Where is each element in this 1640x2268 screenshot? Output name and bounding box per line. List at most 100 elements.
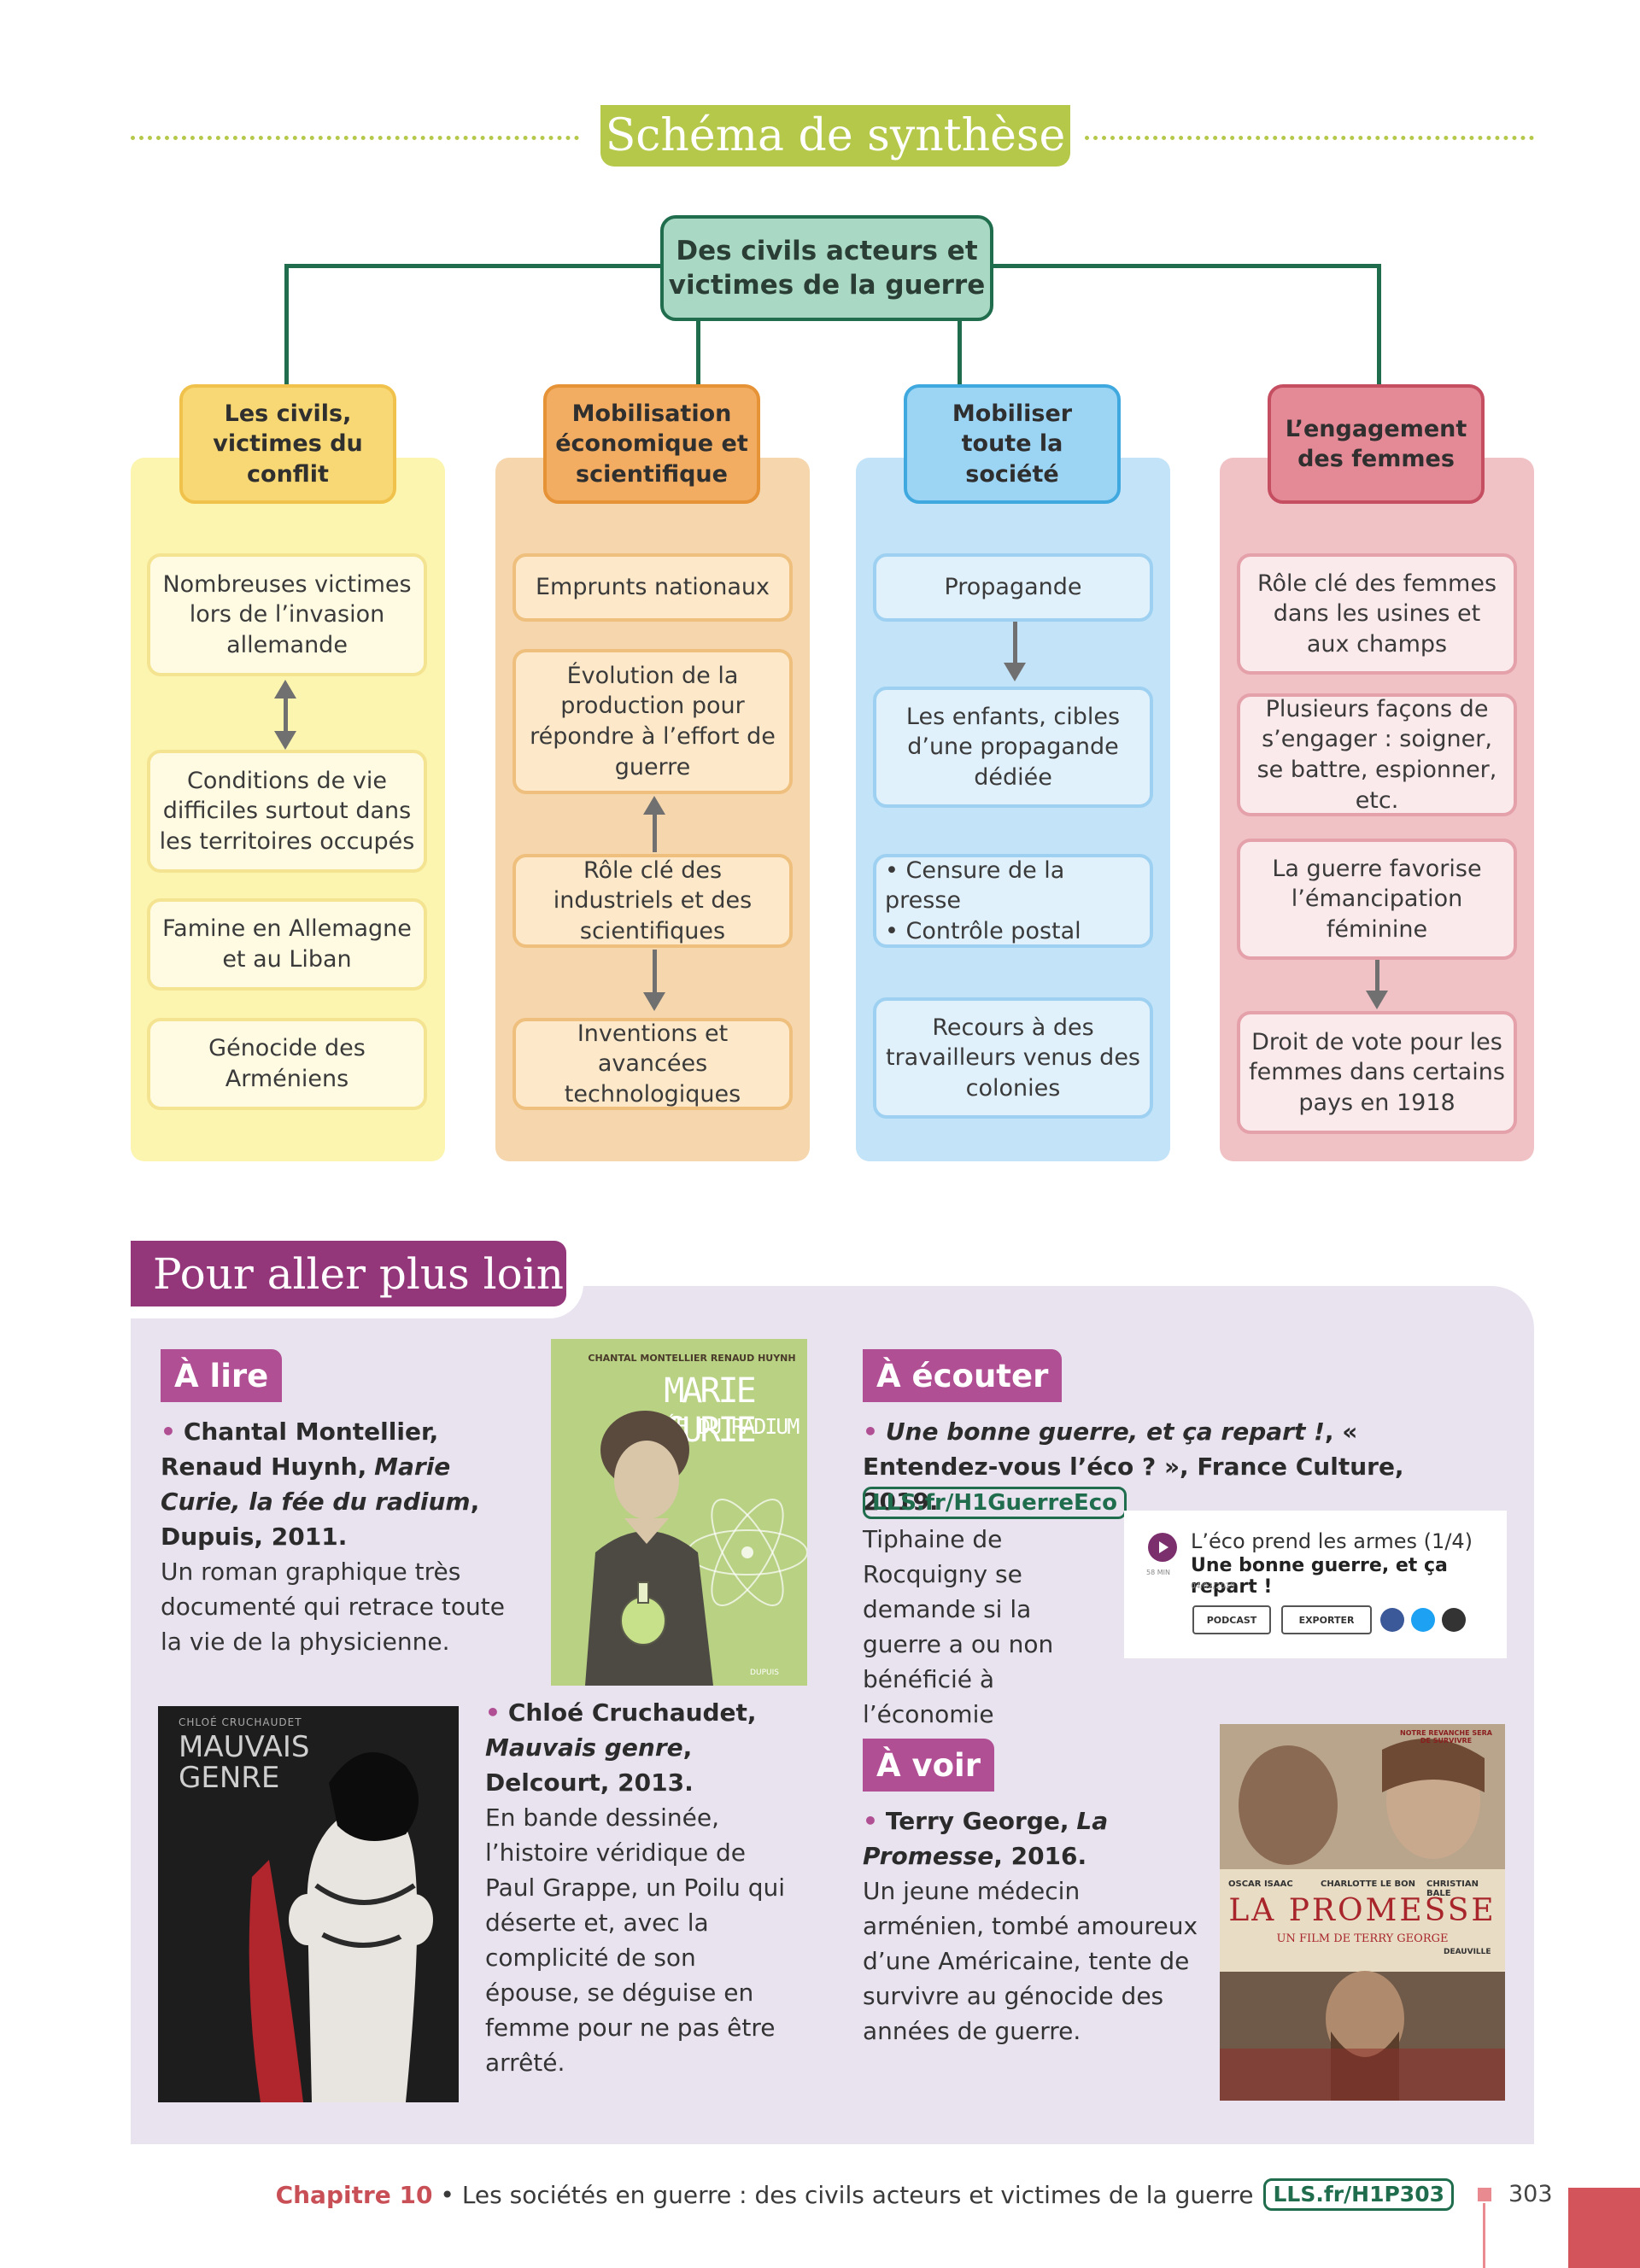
footer-link[interactable]: LLS.fr/H1P303 [1263, 2178, 1454, 2211]
column-header: Mobilisation économique et scientifique [543, 384, 760, 504]
connector-right-drop [1377, 264, 1381, 386]
podcast-button[interactable]: PODCAST [1192, 1605, 1271, 1634]
film-year: , 2016. [993, 1842, 1087, 1870]
film-author: Terry George, [885, 1807, 1069, 1835]
book1-author: Chantal Montellier, Renaud Huynh, [161, 1418, 439, 1481]
facebook-icon[interactable] [1380, 1608, 1404, 1632]
poster-illustration [1220, 1724, 1505, 2101]
book2-author: Chloé Cruchaudet, [507, 1698, 757, 1727]
connector-mid-left [696, 321, 700, 386]
footer-square [1478, 2188, 1491, 2201]
column-card: Plusieurs façons de s’engager : soigner,… [1237, 693, 1517, 816]
list-item: Censure de la presse [885, 856, 1141, 916]
podcast-duration: 58 MIN [1146, 1569, 1170, 1576]
section-title: Schéma de synthèse [600, 105, 1070, 167]
podcast-title: Une bonne guerre, et ça repart ! [885, 1418, 1325, 1446]
bullet: • [863, 1418, 878, 1446]
book2-publisher: , Delcourt, 2013. [485, 1733, 694, 1797]
column-card: Recours à des travailleurs venus des col… [873, 997, 1153, 1119]
column-card: Évolution de la production pour répondre… [512, 649, 793, 794]
podcast-desc: Tiphaine de Rocquigny se demande si la g… [863, 1525, 1054, 1763]
corner-tab [1568, 2188, 1640, 2268]
connector-left-drop [284, 264, 289, 386]
film-title: La Promesse [863, 1807, 1109, 1870]
cover-publisher: DUPUIS [750, 1669, 779, 1677]
podcast-date: 04/02/2019 [1191, 1582, 1235, 1591]
mauvais-genre-illustration [249, 1752, 433, 2102]
column-card: Rôle clé des industriels et des scientif… [512, 854, 793, 948]
email-icon[interactable] [1442, 1608, 1466, 1632]
cover-title: MAUVAIS GENRE [179, 1730, 310, 1795]
book1-text: • Chantal Montellier, Renaud Huynh, Mari… [161, 1414, 528, 1659]
connector-mid-right [958, 321, 962, 386]
column-card: Inventions et avancées technologiques [512, 1018, 793, 1110]
arrow-down-icon [643, 992, 665, 1011]
book1-desc: Un roman graphique très documenté qui re… [161, 1558, 505, 1656]
arrow-up-icon [274, 680, 296, 699]
tag-a-lire: À lire [161, 1349, 283, 1402]
arrow-shaft [284, 697, 288, 731]
column-card: Famine en Allemagne et au Liban [147, 898, 427, 991]
tag-a-voir: À voir [863, 1739, 994, 1792]
podcast-text: • Une bonne guerre, et ça repart !, « En… [863, 1414, 1478, 1519]
book1-title: Marie Curie, la fée du radium [161, 1453, 471, 1516]
arrow-shaft [653, 813, 657, 852]
column-card: La guerre favorise l’émancipation fémini… [1237, 839, 1517, 960]
book-cover-marie-curie: CHANTAL MONTELLIER RENAUD HUYNH MARIE CU… [551, 1339, 807, 1686]
column-card: Génocide des Arméniens [147, 1018, 427, 1110]
page-number: 303 [1508, 2181, 1553, 2207]
column-header: L’engagement des femmes [1268, 384, 1485, 504]
poster-director: UN FILM DE TERRY GEORGE [1276, 1932, 1449, 1945]
column-card: Emprunts nationaux [512, 553, 793, 622]
play-icon[interactable] [1148, 1533, 1177, 1562]
further-title: Pour aller plus loin [131, 1241, 566, 1306]
column-card: Les enfants, cibles d’une propagande déd… [873, 687, 1153, 808]
bullet: • [161, 1418, 176, 1446]
column-card: Droit de vote pour les femmes dans certa… [1237, 1011, 1517, 1134]
column-card: Rôle clé des femmes dans les usines et a… [1237, 553, 1517, 675]
film-poster-la-promesse: NOTRE REVANCHE SERA DE SURVIVRE OSCAR IS… [1220, 1724, 1505, 2101]
book2-title: Mauvais genre [485, 1733, 683, 1762]
marie-curie-illustration [585, 1411, 807, 1686]
column-header: Mobiliser toute la société [904, 384, 1121, 504]
connector-top-left [284, 264, 660, 268]
poster-actor2: CHARLOTTE LE BON [1321, 1879, 1416, 1889]
arrow-shaft [1013, 622, 1017, 663]
twitter-icon[interactable] [1411, 1608, 1435, 1632]
arrow-down-icon [1366, 991, 1388, 1009]
title-dots-left [131, 136, 579, 140]
diagram-center-node: Des civils acteurs et victimes de la gue… [660, 215, 993, 321]
arrow-shaft [1375, 960, 1379, 992]
column-card-list: Censure de la presse Contrôle postal [873, 854, 1153, 948]
podcast-widget: 58 MIN L’éco prend les armes (1/4) Une b… [1124, 1511, 1507, 1658]
footer-chapter: Chapitre 10 [275, 2180, 433, 2209]
book1-publisher: , Dupuis, 2011. [161, 1488, 480, 1551]
film-desc: Un jeune médecin arménien, tombé amoureu… [863, 1877, 1198, 2045]
export-button[interactable]: EXPORTER [1281, 1605, 1372, 1634]
poster-actor3: CHRISTIAN BALE [1426, 1879, 1479, 1898]
title-dots-right [1085, 136, 1534, 140]
arrow-shaft [653, 950, 657, 992]
podcast-link[interactable]: LLS.fr/H1GuerreEco [863, 1487, 1128, 1519]
connector-top-right [993, 264, 1381, 268]
footer-rule [1483, 2203, 1485, 2268]
podcast-line2: Une bonne guerre, et ça repart ! [1191, 1555, 1448, 1598]
poster-title: LA PROMESSE [1228, 1893, 1496, 1928]
bullet: • [863, 1807, 878, 1835]
arrow-up-icon [643, 796, 665, 815]
podcast-link-wrap: LLS.fr/H1GuerreEco [863, 1487, 1128, 1519]
arrow-down-icon [1004, 663, 1026, 681]
cover-authors: CHANTAL MONTELLIER RENAUD HUYNH [588, 1353, 796, 1364]
poster-festival: DEAUVILLE [1444, 1948, 1491, 1956]
tag-a-ecouter: À écouter [863, 1349, 1063, 1402]
book2-text: • Chloé Cruchaudet, Mauvais genre, Delco… [485, 1695, 793, 2080]
column-header: Les civils, victimes du conflit [179, 384, 396, 504]
podcast-rest: , « Entendez-vous l’éco ? », France Cult… [863, 1418, 1404, 1516]
book-cover-mauvais-genre: CHLOÉ CRUCHAUDET MAUVAIS GENRE [158, 1706, 459, 2102]
column-card: Conditions de vie difficiles surtout dan… [147, 750, 427, 873]
poster-tagline: NOTRE REVANCHE SERA DE SURVIVRE [1400, 1729, 1492, 1745]
arrow-down-icon [274, 731, 296, 750]
podcast-line1: L’éco prend les armes (1/4) [1191, 1529, 1473, 1553]
footer-text: Chapitre 10 • Les sociétés en guerre : d… [276, 2178, 1454, 2211]
cover-author: CHLOÉ CRUCHAUDET [179, 1716, 302, 1728]
